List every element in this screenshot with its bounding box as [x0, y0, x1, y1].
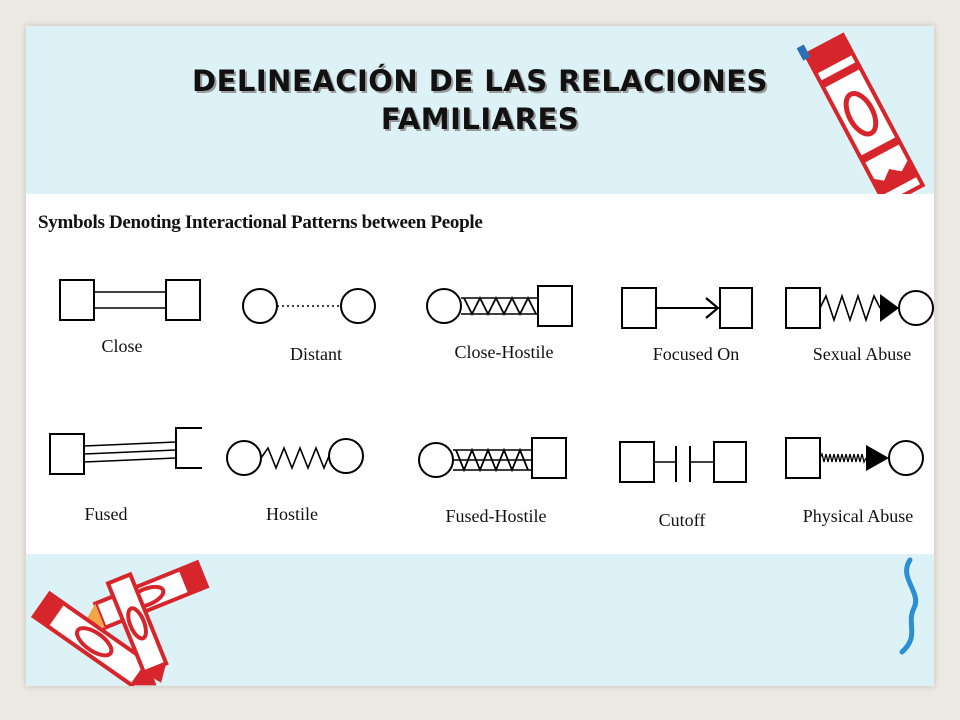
- symbol-cutoff: Cutoff: [616, 426, 776, 536]
- symbol-fused: Fused: [42, 426, 202, 536]
- symbol-label: Sexual Abuse: [812, 344, 912, 364]
- hostile-symbol-icon: [226, 438, 364, 476]
- symbol-close-hostile: Close-Hostile: [424, 272, 584, 382]
- symbol-label: Hostile: [266, 504, 318, 524]
- sexual-abuse-symbol-icon: [785, 287, 934, 329]
- symbol-sexual-abuse: Sexual Abuse: [782, 272, 942, 382]
- distant-symbol-icon: [242, 288, 376, 324]
- close-hostile-symbol-icon: [426, 285, 573, 327]
- blue-squiggle-icon: [899, 557, 919, 655]
- symbol-label: Fused: [84, 504, 128, 524]
- symbol-fused-hostile: Fused-Hostile: [416, 426, 576, 536]
- symbol-label: Distant: [290, 344, 342, 364]
- slide: DELINEACIÓN DE LAS RELACIONES FAMILIARES…: [26, 26, 934, 686]
- slide-title-line-1: DELINEACIÓN DE LAS RELACIONES: [192, 64, 768, 98]
- fused-hostile-symbol-icon: [418, 437, 567, 479]
- slide-title-line-2: FAMILIARES: [380, 102, 580, 136]
- symbol-distant: Distant: [236, 272, 396, 382]
- slide-title: DELINEACIÓN DE LAS RELACIONES FAMILIARES: [26, 62, 934, 138]
- symbol-label: Cutoff: [658, 510, 706, 530]
- cutoff-symbol-icon: [619, 441, 747, 483]
- symbol-label: Close-Hostile: [454, 342, 554, 362]
- symbol-hostile: Hostile: [218, 426, 378, 536]
- symbol-close: Close: [42, 272, 202, 382]
- symbol-label: Close: [101, 336, 143, 356]
- symbol-label: Focused On: [652, 344, 740, 364]
- figure-heading: Symbols Denoting Interactional Patterns …: [38, 212, 483, 233]
- focused-on-symbol-icon: [621, 287, 753, 329]
- close-symbol-icon: [59, 279, 201, 321]
- symbol-physical-abuse: Physical Abuse: [782, 426, 942, 536]
- symbol-focused-on: Focused On: [616, 272, 776, 382]
- crayons-bottom-left-icon: [30, 559, 210, 686]
- symbols-figure: Symbols Denoting Interactional Patterns …: [26, 194, 934, 554]
- symbol-label: Physical Abuse: [802, 506, 914, 526]
- fused-symbol-icon: [49, 427, 202, 475]
- symbol-label: Fused-Hostile: [445, 506, 547, 526]
- physical-abuse-symbol-icon: [785, 437, 924, 479]
